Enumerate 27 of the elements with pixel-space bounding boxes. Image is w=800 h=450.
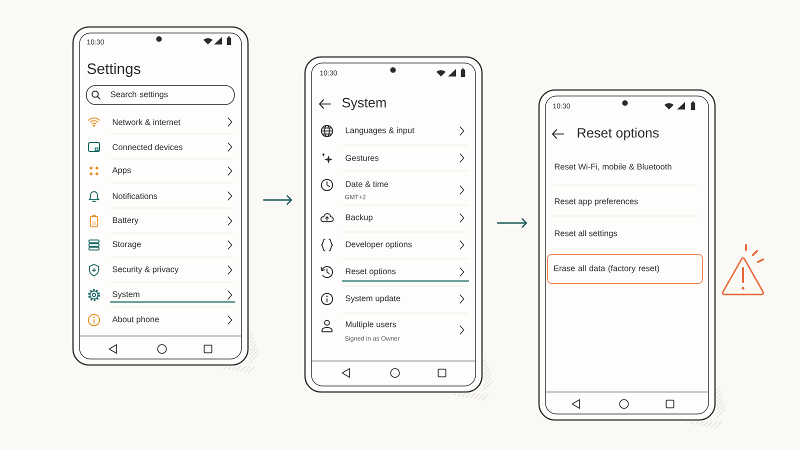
menu-item: Reset all settings [554,230,618,238]
menu-item: Multiple users [346,321,396,329]
menu-item: Connected devices [112,144,182,150]
arrow [496,218,528,228]
menu-item: Reset Wi-Fi, mobile & Bluetooth [554,163,672,171]
menu-item: Battery [112,217,138,225]
menu-item: System update [346,295,400,303]
menu-item: Developer options [346,241,412,249]
screen-title: Settings [87,63,140,77]
menu-item: Languages & input [346,127,414,135]
menu-item: Storage [112,241,141,249]
screen-title: System [342,98,386,110]
menu-item: Gestures [346,155,379,161]
menu-item: Apps [112,167,131,175]
menu-item: Reset options [346,268,396,276]
menu-item: Reset app preferences [554,198,638,206]
menu-item: Security & privacy [112,266,179,274]
menu-item: System [112,291,140,299]
menu-item: Notifications [112,192,158,200]
screen-title: Reset options [578,128,659,140]
option-box: Erase all data (factory reset) [547,254,703,284]
menu-item: About phone [112,316,159,324]
menu-item: Network & internet [112,118,180,126]
menu-item: Date & time [346,180,388,188]
search-field: Search settings [86,85,235,105]
arrow [262,195,292,205]
menu-item: Backup [346,214,373,222]
